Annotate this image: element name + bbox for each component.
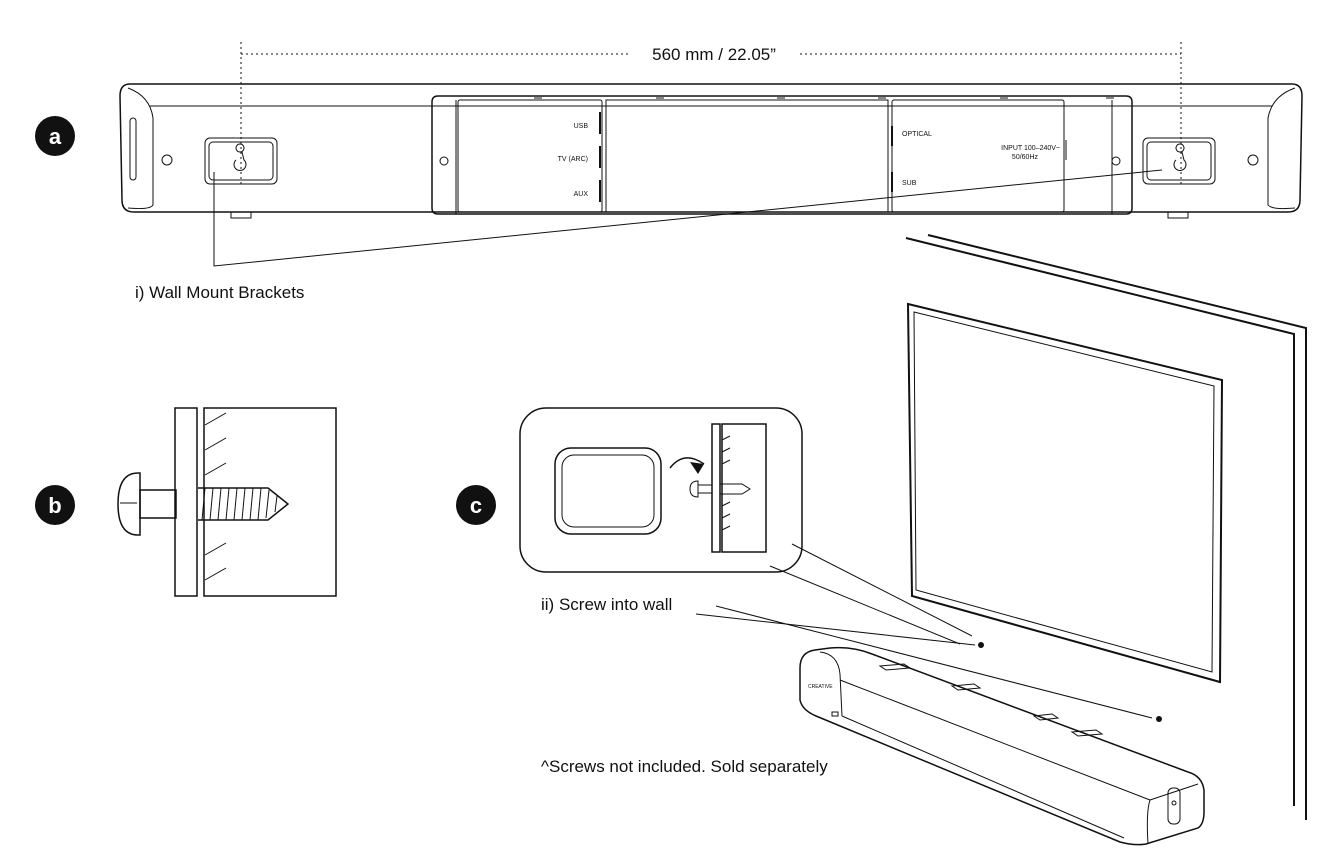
step-b-badge: b <box>35 485 75 525</box>
screw-detail <box>117 407 337 597</box>
port-label-tv-arc: TV (ARC) <box>558 156 588 163</box>
inset-detail-box <box>519 407 973 645</box>
step-c-badge-label: c <box>470 493 482 518</box>
wall-illustration <box>905 234 1307 820</box>
screw-into-wall-label: ii) Screw into wall <box>541 595 672 614</box>
brand-mark: CREATIVE <box>808 684 833 690</box>
left-wall-mount-bracket <box>204 137 278 185</box>
footnote-screws: ^Screws not included. Sold separately <box>541 757 828 776</box>
port-label-optical: OPTICAL <box>902 131 932 138</box>
right-wall-mount-bracket <box>1142 137 1216 185</box>
input-rating-line1: INPUT 100–240V~ <box>1001 145 1060 152</box>
port-label-sub: SUB <box>902 180 917 187</box>
wall-screw-points: ii) Screw into wall <box>541 595 1162 722</box>
soundbar-front-view: CREATIVE <box>799 646 1205 846</box>
input-rating-line2: 50/60Hz <box>1012 154 1039 161</box>
dimension-indicator: 560 mm / 22.05” <box>240 42 1182 186</box>
tv-illustration <box>906 302 1224 684</box>
step-a-badge-label: a <box>49 124 62 149</box>
wall-mount-brackets-label: i) Wall Mount Brackets <box>135 283 304 302</box>
step-b-badge-label: b <box>48 493 61 518</box>
soundbar-rear-view: USB TV (ARC) AUX OPTICAL SUB INPUT 100–2… <box>119 83 1303 219</box>
rear-connector-panel: USB TV (ARC) AUX OPTICAL SUB INPUT 100–2… <box>431 95 1133 215</box>
wall-mount-callout: i) Wall Mount Brackets <box>135 169 1163 302</box>
port-label-usb: USB <box>574 123 589 130</box>
port-label-aux: AUX <box>574 191 589 198</box>
step-c-badge: c <box>456 485 496 525</box>
step-a-badge: a <box>35 116 75 156</box>
dimension-label: 560 mm / 22.05” <box>652 45 776 64</box>
